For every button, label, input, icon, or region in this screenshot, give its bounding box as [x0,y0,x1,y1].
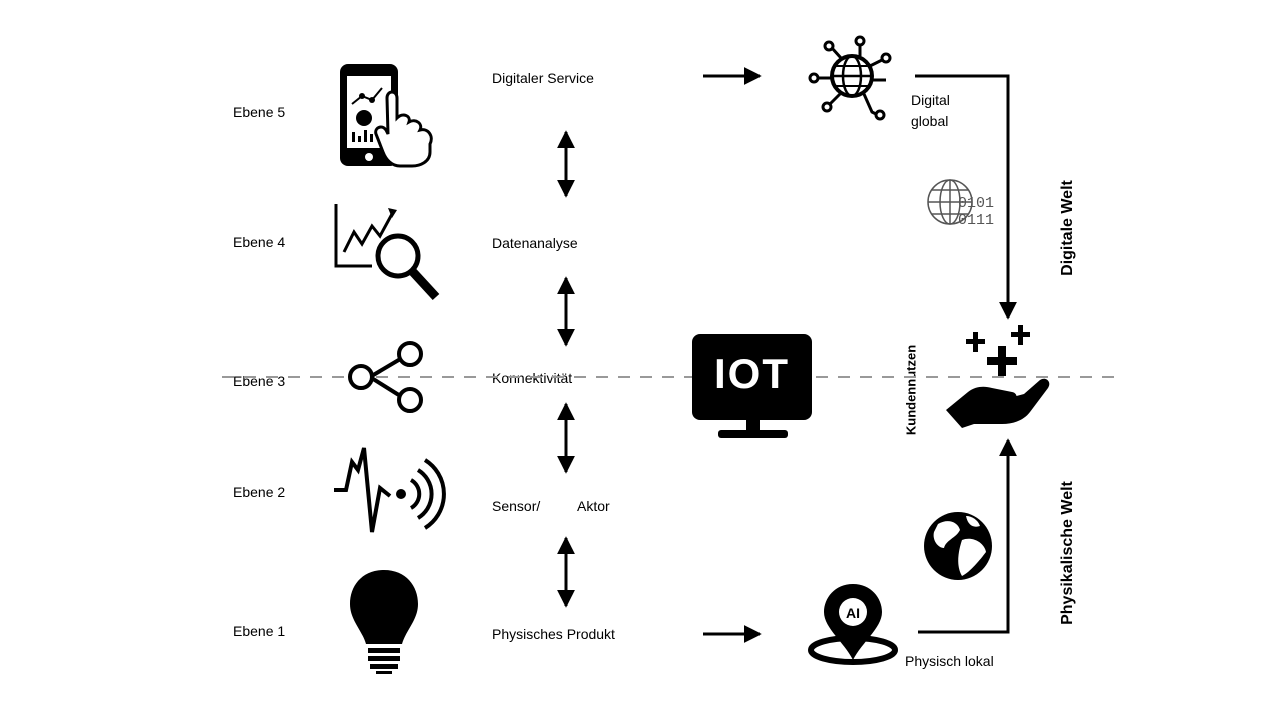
share-connectivity-icon [348,341,423,413]
customer-benefit-hand-icon [946,325,1050,428]
location-pin-icon: AI [808,584,898,665]
digital-global-label-line1: Digital [911,92,950,108]
stage-data-analysis: Datenanalyse [492,235,578,251]
physical-flow-line [918,438,1017,634]
stage-digital-service: Digitaler Service [492,70,594,86]
svg-text:AI: AI [846,605,860,621]
smartphone-touch-icon [340,64,433,168]
sensor-signal-icon [334,447,446,533]
binary-digits-bottom: 0111 [958,212,995,229]
level-1-label: Ebene 1 [233,623,286,639]
level-5-label: Ebene 5 [233,104,286,120]
physical-local-label: Physisch lokal [905,653,994,669]
iot-monitor-icon [692,334,812,438]
stage-physical-product: Physisches Produkt [492,626,615,642]
light-bulb-icon [350,570,418,674]
stage-sensor: Sensor/ [492,498,541,514]
level-2-label: Ebene 2 [233,484,286,500]
stage-actuator: Aktor [577,498,610,514]
level-4-label: Ebene 4 [233,234,286,250]
earth-globe-icon [924,512,992,580]
chart-magnifier-icon [334,204,440,301]
binary-globe-icon [927,179,973,225]
digital-flow-line [915,74,1017,320]
iot-label: IOT [714,350,790,397]
digital-global-label-line2: global [911,113,949,129]
digital-globe-circuit-icon [808,35,892,121]
binary-digits-top: 0101 [958,195,995,212]
